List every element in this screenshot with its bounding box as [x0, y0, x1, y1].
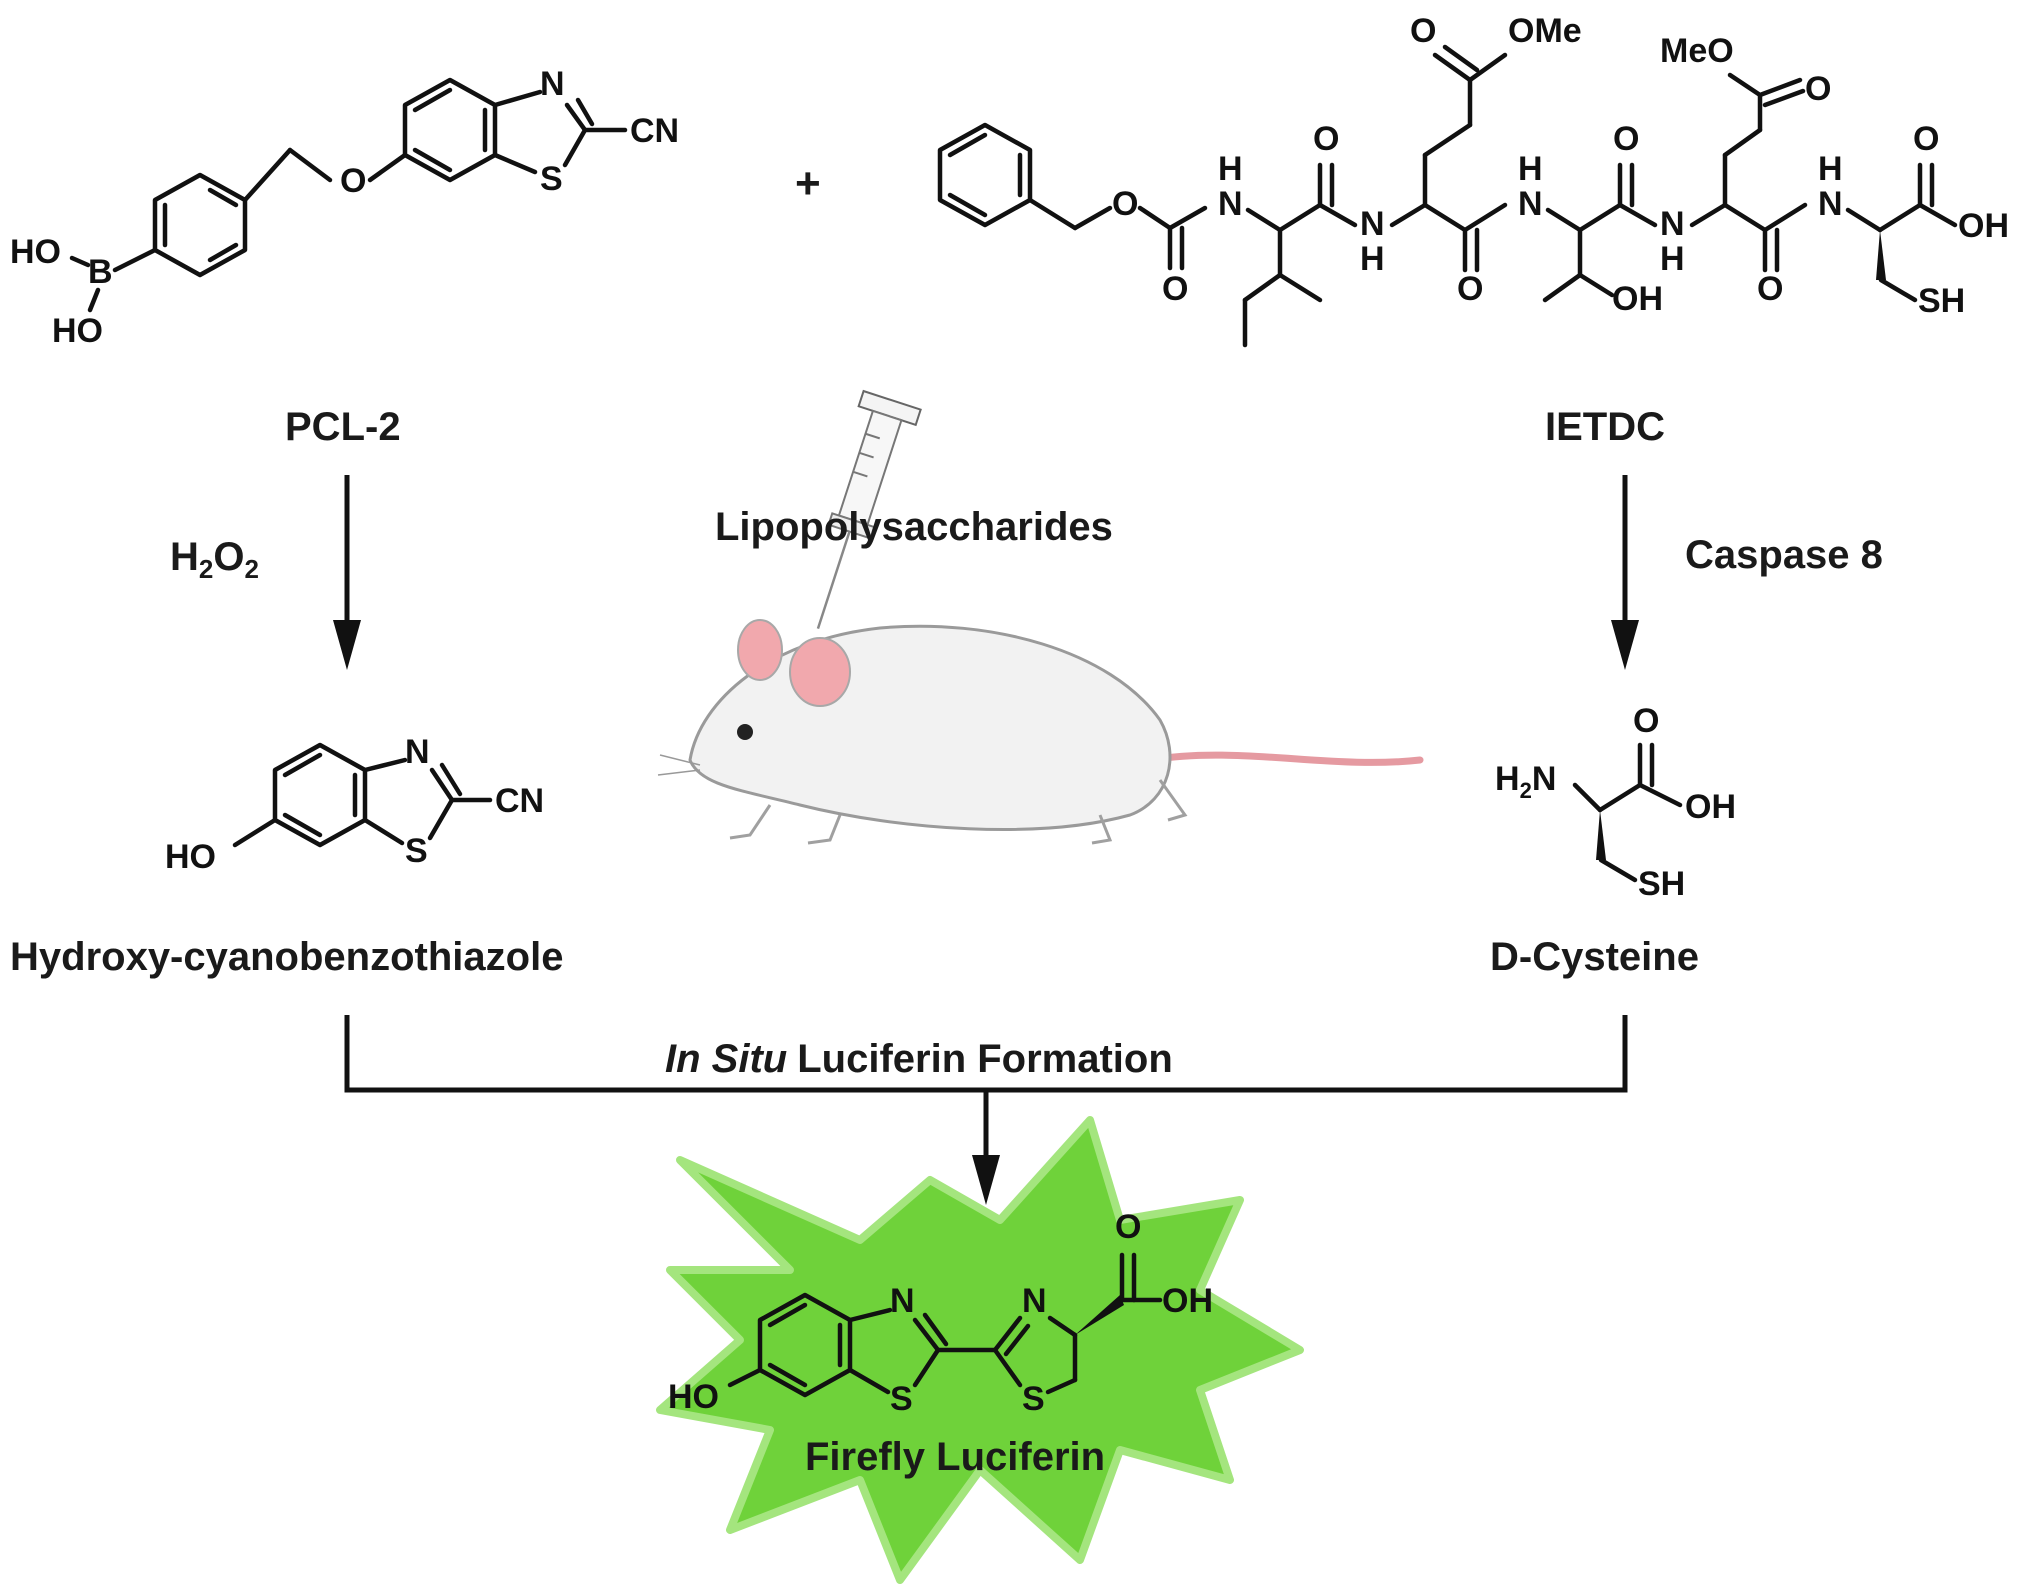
- mouse-illustration: [657, 619, 1424, 845]
- pcl2-n-atom: N: [540, 65, 565, 103]
- luciferin-structure: N S N S O OH HO: [668, 1208, 1213, 1418]
- ietdc-h-5: H: [1818, 150, 1843, 188]
- hcbt-label: Hydroxy-cyanobenzothiazole: [10, 935, 563, 979]
- ietdc-o-cys: O: [1913, 120, 1939, 158]
- luciferin-ho: HO: [668, 1378, 719, 1416]
- in-situ-bracket: [344, 1015, 1628, 1205]
- caspase-label: Caspase 8: [1685, 533, 1883, 577]
- pcl2-structure: O N S CN B HO HO: [10, 65, 679, 350]
- ietdc-o-carbamate-co: O: [1162, 270, 1188, 308]
- luciferin-s-atom-2: S: [1022, 1380, 1045, 1418]
- ietdc-n-4: N: [1660, 205, 1685, 243]
- luciferin-n-atom-2: N: [1022, 1282, 1047, 1320]
- ietdc-o-glu-co: O: [1410, 12, 1436, 50]
- dcys-oh: OH: [1685, 788, 1736, 826]
- ietdc-o-asp-co: O: [1805, 70, 1831, 108]
- dcys-structure: H2N O OH SH: [1495, 702, 1736, 903]
- hcbt-structure: N S CN HO: [165, 733, 544, 876]
- dcys-label: D-Cysteine: [1490, 935, 1699, 979]
- luciferin-s-atom-1: S: [890, 1380, 913, 1418]
- h2o2-label: H2O2: [170, 535, 259, 584]
- pcl2-s-atom: S: [540, 160, 563, 198]
- ietdc-h-1: H: [1218, 150, 1243, 188]
- ietdc-o-asp: O: [1757, 270, 1783, 308]
- ietdc-o-thr: O: [1613, 120, 1639, 158]
- ietdc-o-carbamate: O: [1112, 185, 1138, 223]
- pcl2-ho-top: HO: [10, 233, 61, 271]
- luciferin-n-atom-1: N: [890, 1282, 915, 1320]
- luciferin-label: Firefly Luciferin: [805, 1435, 1105, 1479]
- ietdc-structure: O O H N O N H O OMe O H N: [937, 12, 2009, 348]
- pcl2-ether-o: O: [340, 162, 366, 200]
- pcl2-label: PCL-2: [285, 405, 401, 449]
- ietdc-h-4: H: [1660, 240, 1685, 278]
- syringe-illustration: [816, 389, 922, 629]
- ietdc-thr-oh: OH: [1612, 280, 1663, 318]
- ietdc-h-2: H: [1360, 240, 1385, 278]
- pcl2-b-atom: B: [88, 253, 113, 291]
- hcbt-ho-group: HO: [165, 838, 216, 876]
- dcys-sh: SH: [1638, 865, 1685, 903]
- hcbt-cn-group: CN: [495, 782, 544, 820]
- ietdc-h-3: H: [1518, 150, 1543, 188]
- pcl2-cn-group: CN: [630, 112, 679, 150]
- hcbt-s-atom: S: [405, 832, 428, 870]
- ietdc-glu-ome: OMe: [1508, 12, 1582, 50]
- pcl2-ho-bottom: HO: [52, 312, 103, 350]
- luciferin-oh: OH: [1162, 1282, 1213, 1320]
- ietdc-n-5: N: [1818, 185, 1843, 223]
- h2o2-arrow: [333, 475, 361, 670]
- caspase-arrow: [1611, 475, 1639, 670]
- ietdc-asp-meo: MeO: [1660, 32, 1734, 70]
- ietdc-cys-oh: OH: [1958, 207, 2009, 245]
- luciferin-o-atom: O: [1115, 1208, 1141, 1246]
- ietdc-n-2: N: [1360, 205, 1385, 243]
- ietdc-o-glu: O: [1457, 270, 1483, 308]
- plus-sign: +: [795, 159, 821, 208]
- hcbt-n-atom: N: [405, 733, 430, 771]
- ietdc-label: IETDC: [1545, 405, 1665, 449]
- dcys-o-atom: O: [1633, 702, 1659, 740]
- ietdc-o-ile: O: [1313, 120, 1339, 158]
- ietdc-cys-sh: SH: [1918, 282, 1965, 320]
- lps-label: Lipopolysaccharides: [715, 505, 1113, 549]
- ietdc-n-3: N: [1518, 185, 1543, 223]
- dcys-nh2-h: H2N: [1495, 760, 1556, 803]
- ietdc-n-1: N: [1218, 185, 1243, 223]
